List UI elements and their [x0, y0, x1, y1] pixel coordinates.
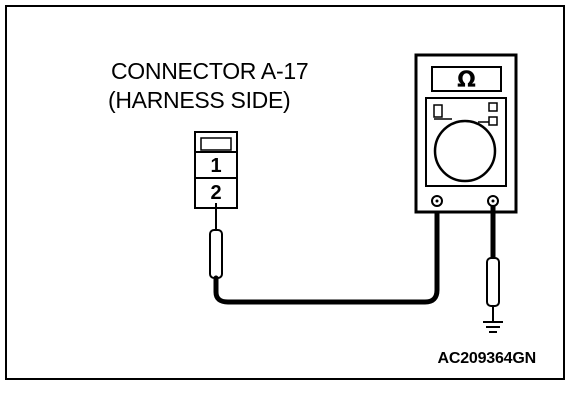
ohm-symbol: Ω [457, 68, 476, 93]
pin-2-label: 2 [210, 182, 221, 204]
meter-display [431, 66, 502, 92]
connector-a17: 1 2 [194, 131, 238, 209]
com-jack-center [435, 199, 439, 203]
probe-handle [209, 229, 223, 279]
test-wire [213, 201, 440, 305]
mode-indicator-right-mid [488, 116, 498, 126]
connector-title-line2: (HARNESS SIDE) [108, 87, 291, 113]
mode-indicator-left [433, 104, 443, 118]
multimeter: Ω [414, 53, 518, 214]
figure-frame [5, 5, 565, 380]
figure-code: AC209364GN [437, 350, 536, 367]
probe-lead [209, 201, 440, 305]
pin-1-label: 1 [210, 155, 221, 177]
ohm-jack-center [491, 199, 495, 203]
ground-lead [483, 206, 503, 333]
connector-latch [200, 137, 232, 151]
mode-indicator-right-top [488, 102, 498, 112]
connector-title-line1: CONNECTOR A-17 [111, 58, 309, 84]
selector-dial [433, 119, 497, 183]
ground-probe-handle [486, 257, 500, 307]
